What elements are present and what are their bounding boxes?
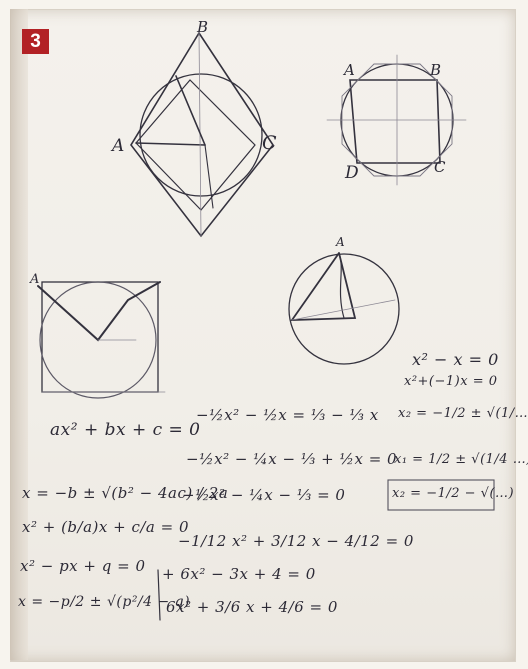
label-circle-d: D bbox=[345, 163, 359, 183]
page-binding-shadow bbox=[10, 9, 28, 660]
label-square-corner: A bbox=[30, 272, 40, 287]
equation-11: x² + (b/a)x + c/a = 0 bbox=[22, 518, 189, 536]
label-circle-c: C bbox=[434, 158, 446, 176]
equation-2: x²+(−1)x = 0 bbox=[404, 374, 498, 389]
equation-14: + 6x² − 3x + 4 = 0 bbox=[162, 565, 316, 583]
equation-5: x₂ = −1/2 ± √(1/…) bbox=[398, 406, 528, 421]
equation-8: x = −b ± √(b² − 4ac) / 2a bbox=[22, 484, 229, 502]
rhombus-circle-sketch bbox=[130, 31, 274, 238]
figure-number-badge: 3 bbox=[22, 29, 49, 54]
label-rhombus-left: A bbox=[112, 136, 125, 156]
boxed-result bbox=[387, 479, 495, 511]
equation-4: −½x² − ½x = ⅓ − ⅓ x bbox=[196, 406, 379, 424]
label-rhombus-top: B bbox=[197, 18, 209, 36]
octagon-circle-sketch bbox=[326, 54, 467, 186]
square-circle-sketch bbox=[37, 281, 166, 399]
equation-16: 6x² + 3/6 x + 4/6 = 0 bbox=[166, 598, 338, 616]
circle-triangle-sketch bbox=[288, 252, 400, 365]
equation-10: x₂ = −1/2 − √(…) bbox=[392, 486, 515, 501]
equation-15: x = −p/2 ± √(p²/4 − q) bbox=[18, 594, 191, 610]
equation-1: x² − x = 0 bbox=[412, 350, 499, 369]
equation-9: −½x² − ¼x − ⅓ = 0 bbox=[182, 486, 346, 504]
equation-13: x² − px + q = 0 bbox=[20, 557, 146, 575]
equation-12: −1/12 x² + 3/12 x − 4/12 = 0 bbox=[178, 532, 414, 550]
label-rhombus-right: C bbox=[262, 132, 277, 154]
label-circle-b: B bbox=[430, 61, 442, 79]
equation-6: −½x² − ¼x − ⅓ + ½x = 0 bbox=[186, 450, 398, 468]
label-circle-a: A bbox=[344, 61, 355, 79]
label-lower-circle-top: A bbox=[336, 235, 345, 249]
equation-3: ax² + bx + c = 0 bbox=[50, 420, 201, 440]
equation-7: x₁ = 1/2 ± √(1/4 …) bbox=[394, 452, 528, 467]
